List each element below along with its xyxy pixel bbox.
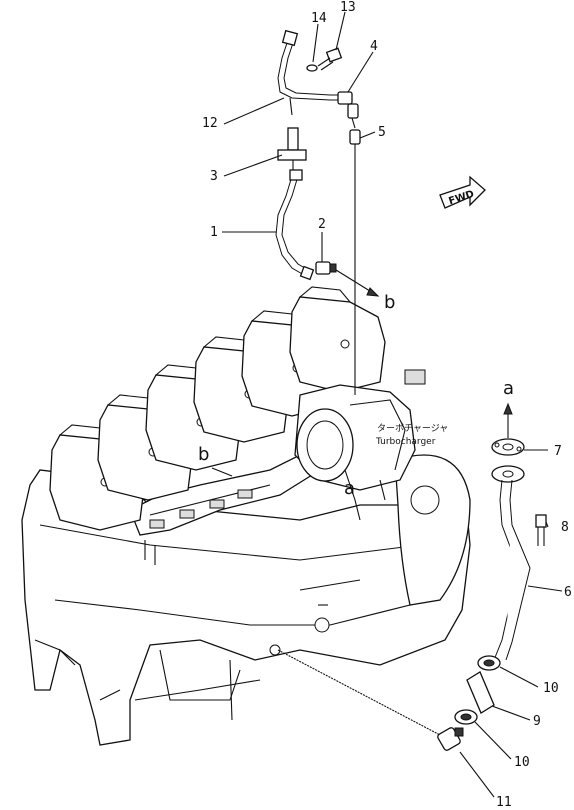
callout-1: 1 xyxy=(210,225,218,240)
callout-9: 9 xyxy=(533,714,541,729)
callout-10-lower: 10 xyxy=(514,755,530,770)
clamp-10-lower xyxy=(454,709,478,725)
callout-11: 11 xyxy=(496,795,512,810)
gasket-7 xyxy=(491,438,525,456)
bolt-13 xyxy=(317,47,343,71)
clamp-10-upper xyxy=(477,655,501,671)
connector-a-turbo: a xyxy=(344,478,355,499)
fitting-3 xyxy=(277,127,307,172)
elbow-fitting-11 xyxy=(437,727,464,751)
callout-3: 3 xyxy=(210,169,218,184)
cylinder-head-6 xyxy=(289,286,386,393)
oil-tube-12 xyxy=(277,29,342,116)
callout-6: 6 xyxy=(564,585,572,600)
bolt-8 xyxy=(535,514,547,546)
callout-2: 2 xyxy=(318,217,326,232)
washer-14 xyxy=(306,64,318,72)
turbocharger-label-en: Turbocharger xyxy=(375,437,436,447)
leader-lines xyxy=(211,11,563,798)
elbow-2 xyxy=(315,261,337,275)
callout-10-upper: 10 xyxy=(543,681,559,696)
turbocharger-unit xyxy=(294,384,416,521)
callout-4: 4 xyxy=(370,39,378,54)
hose-1 xyxy=(275,169,315,281)
forward-direction-arrow xyxy=(439,175,486,209)
fitting-5 xyxy=(349,129,361,395)
callout-8: 8 xyxy=(561,520,569,535)
connector-b-left: b xyxy=(198,444,209,465)
callout-5: 5 xyxy=(378,125,386,140)
hose-9 xyxy=(466,671,495,714)
callout-14: 14 xyxy=(311,11,327,26)
callout-7: 7 xyxy=(554,444,562,459)
engine-block xyxy=(21,286,471,746)
connector-b-right: b xyxy=(384,292,395,313)
callout-labels: 1 2 3 4 5 6 7 8 9 10 10 11 12 13 14 xyxy=(202,0,572,810)
elbow-connector-4 xyxy=(337,91,359,129)
return-tube-6 xyxy=(491,465,531,661)
callout-12: 12 xyxy=(202,116,218,131)
turbocharger-label-jp: ターボチャージャ xyxy=(377,423,448,434)
callout-13: 13 xyxy=(340,0,356,15)
connector-a-top: a xyxy=(503,378,514,399)
